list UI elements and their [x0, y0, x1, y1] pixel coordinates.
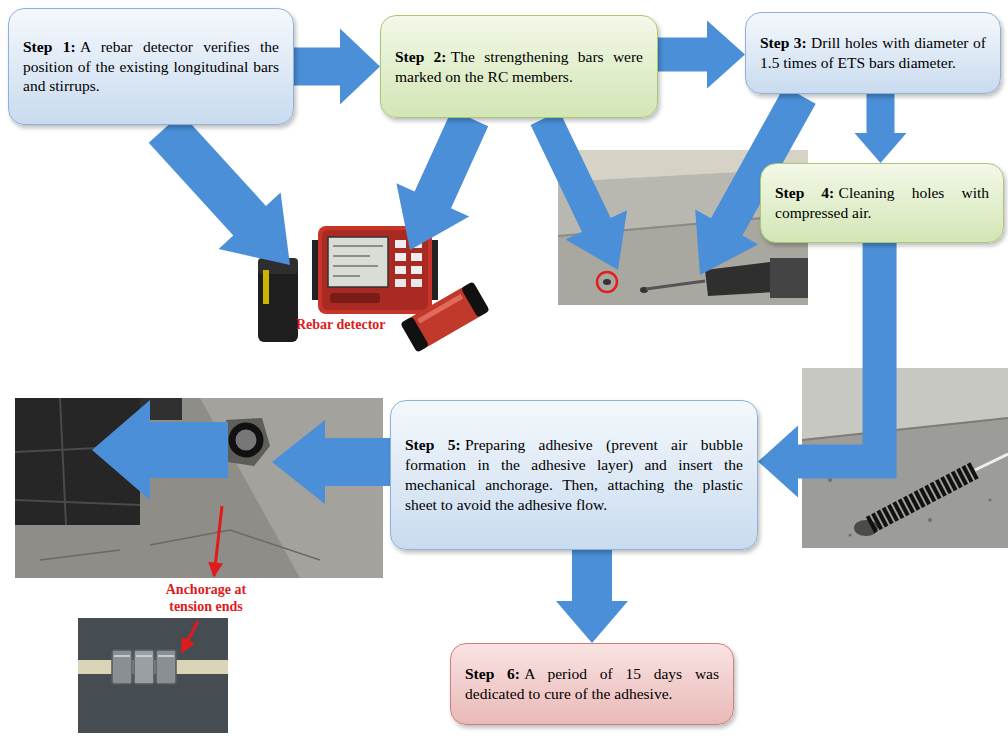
arrow-shaft: [867, 94, 895, 133]
detector-device-part: [411, 279, 422, 287]
bolt-photo-part: [158, 655, 174, 657]
process-box: Step 3:Drill holes with diameter of 1.5 …: [745, 12, 1001, 94]
anchorage-photo-part: [150, 530, 320, 560]
leader-arrow-part: [214, 506, 222, 576]
picture-arrow-part: [272, 420, 392, 504]
arrow-shaft: [294, 48, 340, 86]
beam-photo-part: [603, 279, 611, 285]
detector-device-part: [395, 279, 406, 287]
hole-cleaning-photo-part: [802, 418, 1008, 440]
detector-probe-part: [417, 294, 463, 323]
process-box: Step 5:Preparing adhesive (prevent air b…: [390, 400, 758, 550]
process-box: Step 4:Cleaning holes with compressed ai…: [760, 163, 1004, 243]
beam-photo-part: [646, 281, 705, 289]
detector-device-part: [328, 237, 388, 287]
bolt-photo: [78, 618, 228, 733]
picture-arrow-part: [149, 113, 290, 265]
hole-cleaning-photo-part: [989, 499, 992, 502]
bolt-photo-part: [156, 650, 176, 684]
hole-cleaning-photo-part: [928, 518, 932, 522]
beam-photo-part: [705, 262, 775, 296]
detector-device-part: [395, 240, 406, 248]
arrow-head: [340, 29, 380, 105]
bolt-photo-part: [78, 618, 228, 733]
hole-cleaning-photo-part: [802, 368, 1008, 440]
rebar-detector-picture: [258, 226, 490, 353]
detector-device-part: [395, 253, 406, 261]
bolt-photo-part: [112, 650, 132, 684]
step-heading: Step 2:: [395, 48, 446, 65]
detector-device-part: [312, 240, 319, 300]
anchorage-photo-part: [15, 500, 140, 505]
text-wrap: Step 1:A rebar detector verifies the pos…: [23, 37, 279, 96]
detector-device-part: [395, 266, 406, 274]
detector-device-part: [330, 293, 380, 303]
detector-device-part: [333, 245, 383, 247]
arrow-head: [707, 21, 745, 89]
anchorage-photo-part: [226, 418, 270, 466]
detector-probe: [400, 281, 490, 352]
step-heading: Step 1:: [23, 38, 76, 55]
detector-device-part: [411, 266, 422, 274]
picture-arrow-part: [531, 111, 627, 270]
arrow-head: [758, 426, 798, 498]
flow-arrow: [556, 550, 628, 643]
process-box: Step 2:The strengthening bars were marke…: [380, 15, 658, 118]
arrow-shaft: [658, 38, 707, 72]
anchorage-photo-part: [15, 398, 383, 578]
arrow-head: [556, 601, 628, 643]
detector-probe-part: [461, 281, 490, 317]
callout-label: Anchorage at tension ends: [150, 582, 262, 616]
text-wrap: Step 5:Preparing adhesive (prevent air b…: [405, 435, 743, 514]
flow-arrow: [294, 29, 380, 105]
picture-arrow-part: [92, 400, 228, 500]
hole-cleaning-photo-part: [975, 454, 1008, 470]
anchorage-photo-part: [60, 398, 66, 525]
picture-arrow-part: [396, 110, 488, 250]
detector-probe-part: [400, 316, 429, 352]
beam-photo-part: [770, 258, 808, 298]
detector-device-part: [431, 240, 438, 300]
step-heading: Step 6:: [465, 665, 520, 682]
step-heading: Step 5:: [405, 436, 461, 453]
text-wrap: Step 2:The strengthening bars were marke…: [395, 47, 643, 87]
flow-arrow: [758, 243, 880, 498]
detector-device-part: [411, 253, 422, 261]
flow-arrow: [658, 21, 745, 89]
beam-photo-part: [597, 272, 617, 292]
process-box: Step 1:A rebar detector verifies the pos…: [8, 8, 294, 125]
hole-cleaning-photo-part: [828, 478, 832, 482]
process-box: Step 6:A period of 15 days was dedicated…: [450, 643, 734, 725]
leader-arrow: [182, 506, 222, 652]
bolt-photo-part: [114, 655, 130, 657]
anchorage-photo-part: [40, 550, 120, 560]
hole-cleaning-photo-part: [849, 534, 852, 537]
anchorage-photo: [15, 398, 383, 578]
arrow-head: [855, 133, 907, 163]
text-wrap: Step 4:Cleaning holes with compressed ai…: [775, 183, 989, 223]
leader-arrow-part: [182, 621, 198, 652]
detector-pouch: [258, 258, 298, 342]
flow-arrow: [855, 94, 907, 163]
bolt-photo-part: [134, 650, 154, 684]
detector-device-part: [333, 255, 370, 257]
arrow-shaft: [798, 243, 880, 462]
bolt-photo-part: [136, 655, 152, 657]
step-heading: Step 4:: [775, 184, 834, 201]
detector-pouch-part: [263, 270, 269, 304]
text-wrap: Step 6:A period of 15 days was dedicated…: [465, 664, 719, 704]
anchorage-photo-part: [232, 426, 260, 454]
picture-caption: Rebar detector: [296, 317, 386, 334]
detector-device-part: [333, 275, 360, 277]
step-heading: Step 3:: [760, 34, 807, 51]
arrow-shaft: [572, 550, 612, 601]
text-wrap: Step 3:Drill holes with diameter of 1.5 …: [760, 33, 986, 73]
detector-device-part: [333, 265, 378, 267]
